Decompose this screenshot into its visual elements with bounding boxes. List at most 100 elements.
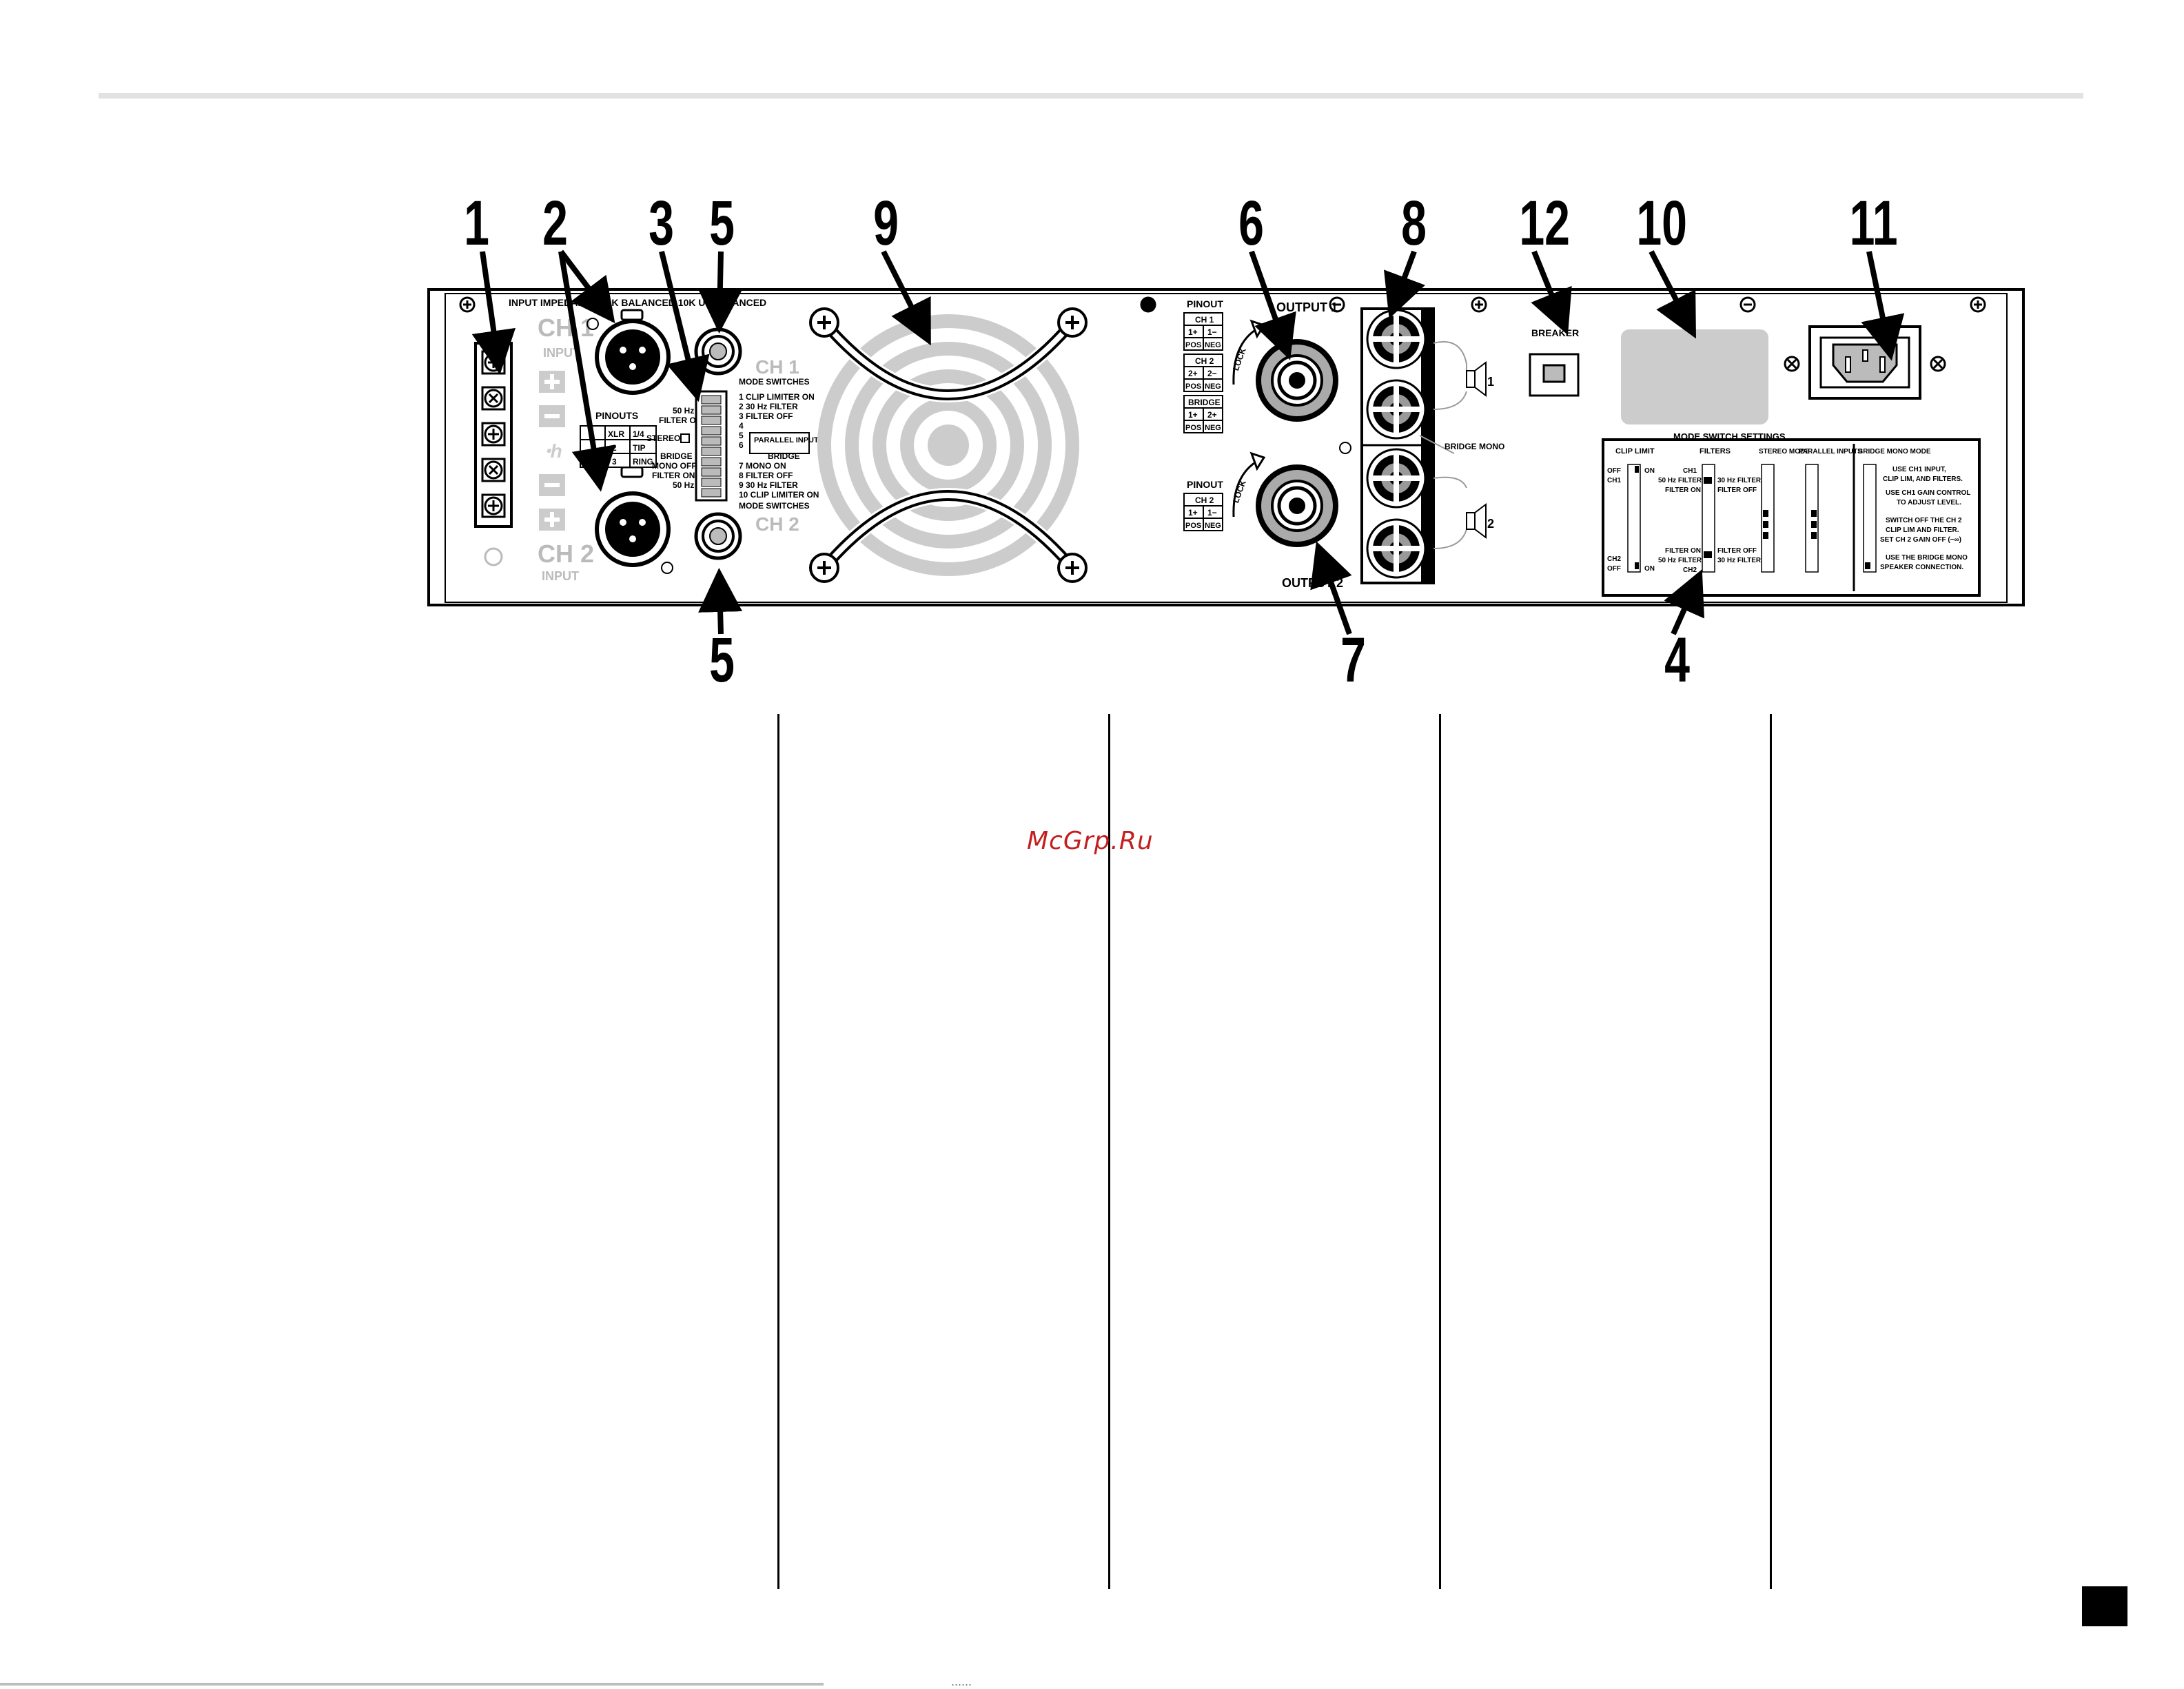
pinout-label-top: PINOUT	[1187, 298, 1223, 309]
filter-on-top: FILTER ON	[659, 416, 702, 425]
watermark: McGrp.Ru	[1027, 827, 1154, 855]
svg-text:4: 4	[739, 421, 744, 431]
svg-text:USE THE BRIDGE MONO: USE THE BRIDGE MONO	[1886, 554, 1968, 562]
svg-text:ꞏh: ꞏh	[544, 440, 562, 462]
ms-switch-positions	[1635, 466, 1870, 569]
column-divider	[1108, 714, 1110, 1589]
callout-2: 2	[542, 188, 569, 258]
bridge-label-right: BRIDGE	[768, 451, 800, 461]
pinout-bridge-plus1: 1+	[1188, 410, 1198, 420]
bottom-rule	[0, 1683, 824, 1686]
callout-10: 10	[1636, 188, 1688, 258]
arrow-3	[659, 251, 710, 402]
ms-switch-columns	[1627, 464, 1877, 573]
ms-filter-ch1: CH1	[1683, 467, 1697, 475]
pinout-ch1-plus: 1+	[1188, 327, 1198, 337]
mode-switch-settings-title: MODE SWITCH SETTINGS	[1673, 431, 1786, 442]
filter-50hz-bottom: 50 Hz	[673, 480, 694, 490]
xlr-input-ch1[interactable]	[586, 309, 671, 395]
pinout-bridge-plus2: 2+	[1207, 410, 1217, 420]
speaker-1-label: 1	[1487, 375, 1494, 389]
bridge-mono-output-label: BRIDGE MONO	[1445, 442, 1504, 451]
column-divider	[1770, 714, 1772, 1589]
quarter-inch-jack-ch2[interactable]	[694, 512, 742, 560]
pinout-ch1-title: CH 1	[1195, 315, 1214, 325]
pinout-ch2l-neg: NEG	[1205, 522, 1221, 530]
pinout-bridge-neg: NEG	[1205, 424, 1221, 432]
top-rule	[99, 93, 2083, 99]
arrow-9	[881, 250, 931, 346]
speaker-2-label: 2	[1487, 517, 1494, 531]
arrow-8	[1384, 250, 1425, 319]
ms-filter-on-bottom: FILTER ON	[1665, 547, 1701, 555]
arrow-2b	[558, 251, 616, 492]
pinout-ch1-pos: POS	[1185, 341, 1201, 349]
arrow-4	[1664, 569, 1704, 635]
callout-4: 4	[1664, 625, 1691, 695]
arrow-2a	[558, 249, 615, 324]
ms-header-bridge: BRIDGE MONO MODE	[1858, 448, 1931, 455]
ms-header-parallel: PARALLEL INPUTS	[1799, 448, 1862, 455]
parallel-inputs-label: PARALLEL INPUTS	[754, 436, 824, 444]
pinout-ch2-pos: POS	[1185, 382, 1201, 391]
svg-text:USE CH1 INPUT,: USE CH1 INPUT,	[1892, 466, 1946, 473]
mode-switch-list: 1 CLIP LIMITER ON 2 30 Hz FILTER 3 FILTE…	[739, 392, 819, 500]
ms-bridge-notes: USE CH1 INPUT, CLIP LIM, AND FILTERS. US…	[1880, 466, 1970, 571]
column-divider	[1439, 714, 1441, 1589]
callout-5-bottom: 5	[709, 625, 735, 695]
ms-clip-off-top: OFF	[1607, 467, 1621, 475]
input-label-bottom: INPUT	[542, 569, 579, 583]
svg-text:10 CLIP LIMITER ON: 10 CLIP LIMITER ON	[739, 490, 819, 500]
pinout-quarter: 1/4	[633, 429, 644, 439]
speakon-output-2[interactable]	[1256, 464, 1338, 547]
ms-header-filters: FILTERS	[1700, 447, 1731, 455]
pinout-ch1-table	[1183, 312, 1223, 351]
arrow-1	[471, 251, 516, 375]
svg-text:2 30 Hz FILTER: 2 30 Hz FILTER	[739, 402, 798, 411]
arrow-12	[1531, 250, 1572, 336]
pinout-ch2-table	[1183, 354, 1223, 392]
ms-header-stereo: STEREO MODE	[1759, 448, 1810, 455]
filter-50hz-top: 50 Hz	[673, 406, 694, 416]
output1-label: OUTPUT 1	[1276, 300, 1338, 314]
pinout-ch2-title: CH 2	[1195, 356, 1214, 366]
filter-on-bottom: FILTER ON	[652, 471, 695, 480]
ms-filter-50-bottom: 50 Hz FILTER	[1658, 557, 1702, 564]
xlr-input-ch2[interactable]	[595, 466, 673, 574]
lock-arrow-icon	[1232, 327, 1259, 385]
svg-text:CLIP LIM, AND FILTERS.: CLIP LIM, AND FILTERS.	[1883, 475, 1963, 483]
mode-dip-switch-bank[interactable]	[695, 390, 728, 502]
svg-text:7 MONO ON: 7 MONO ON	[739, 461, 786, 471]
bridge-label-left: BRIDGE	[660, 451, 693, 461]
pinout-ring: RING	[633, 457, 653, 467]
pinout-ch2l-pos: POS	[1185, 522, 1201, 530]
svg-text:SWITCH OFF THE CH 2: SWITCH OFF THE CH 2	[1886, 517, 1962, 524]
pinout-bridge-pos: POS	[1185, 424, 1201, 432]
ms-clip-off-bottom: OFF	[1607, 565, 1621, 573]
ms-header-clip: CLIP LIMIT	[1615, 447, 1655, 455]
ch2-input-label: CH 2	[538, 540, 594, 568]
pinout-bridge-table	[1183, 395, 1223, 433]
callout-7: 7	[1340, 625, 1367, 695]
mode-switches-bottom: MODE SWITCHES	[739, 501, 810, 511]
pinout-ch1-minus: 1−	[1207, 327, 1217, 337]
arrow-6	[1249, 250, 1296, 360]
svg-text:3 FILTER OFF: 3 FILTER OFF	[739, 411, 793, 421]
ms-clip-on-bottom: ON	[1644, 565, 1655, 573]
callout-6: 6	[1238, 188, 1265, 258]
breaker-button[interactable]	[1529, 353, 1580, 397]
cooling-fan-icon	[809, 307, 1088, 583]
arrow-7	[1310, 541, 1352, 635]
input-label-top: INPUT	[543, 346, 580, 360]
lock-arrow-icon	[1232, 459, 1259, 518]
ms-filter-on-top: FILTER ON	[1665, 487, 1701, 494]
arrow-5-top	[697, 251, 742, 334]
stereo-indicator	[680, 433, 690, 443]
callout-3: 3	[649, 188, 675, 258]
arrow-10	[1649, 250, 1696, 339]
pinout-bridge-title: BRIDGE	[1188, 398, 1221, 407]
svg-text:SET CH 2 GAIN OFF (−∞): SET CH 2 GAIN OFF (−∞)	[1880, 536, 1961, 544]
ms-clip-ch1: CH1	[1607, 477, 1621, 484]
pinout-ch2-lower-table	[1183, 493, 1223, 531]
svg-text:CLIP LIM AND FILTER.: CLIP LIM AND FILTER.	[1886, 526, 1959, 534]
